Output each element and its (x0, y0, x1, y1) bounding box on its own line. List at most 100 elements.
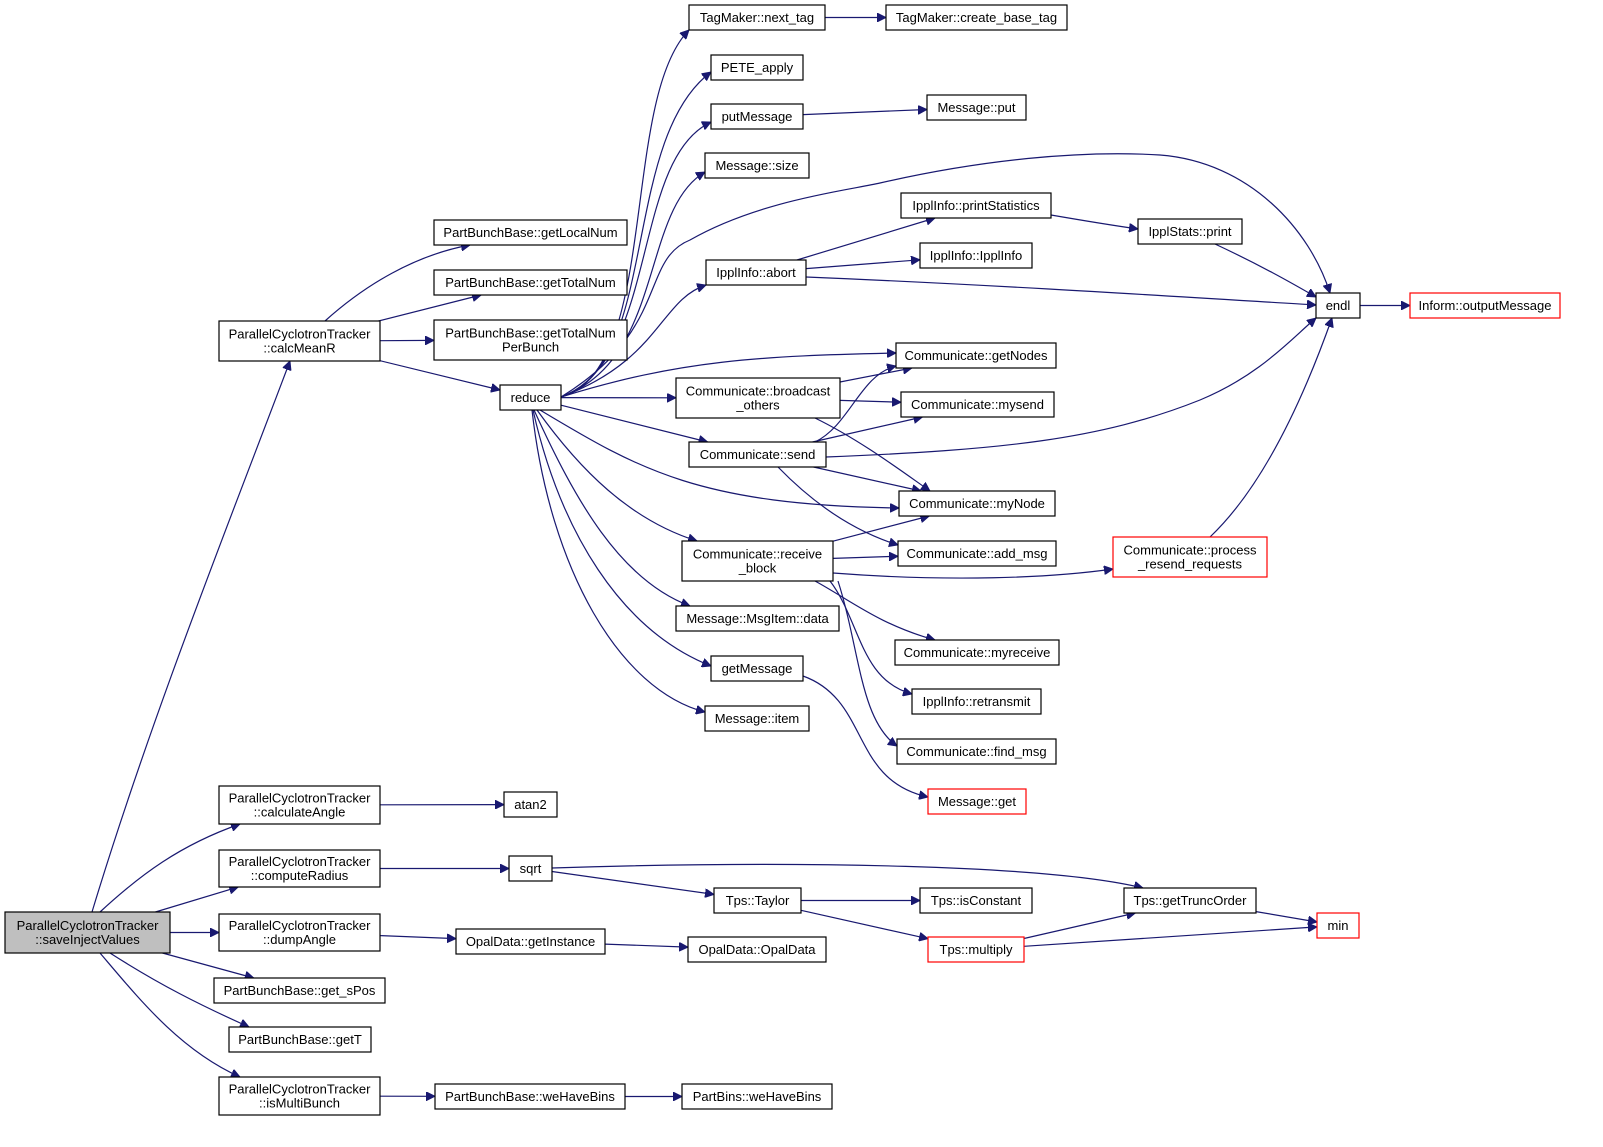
node-next_tag[interactable]: TagMaker::next_tag (688, 4, 826, 31)
node-printStatistics[interactable]: IpplInfo::printStatistics (900, 192, 1052, 219)
node-tpsTaylor[interactable]: Tps::Taylor (713, 887, 802, 914)
node-PETE_apply[interactable]: PETE_apply (710, 54, 804, 81)
node-broadcastOthers[interactable]: Communicate::broadcast_others (675, 377, 841, 419)
node-label: Communicate::myreceive (904, 645, 1051, 660)
node-retransmit[interactable]: IpplInfo::retransmit (911, 688, 1042, 715)
node-receiveBlock[interactable]: Communicate::receive_block (681, 540, 834, 582)
node-box (688, 4, 826, 31)
node-mysend[interactable]: Communicate::mysend (900, 391, 1055, 418)
node-isConstant[interactable]: Tps::isConstant (919, 887, 1033, 914)
node-send[interactable]: Communicate::send (688, 441, 827, 468)
edge-reduce-to-endl (560, 153, 1330, 398)
edge-reduce-to-receiveBlock (536, 409, 697, 541)
node-multiply[interactable]: Tps::multiply (927, 936, 1025, 963)
node-weHaveBinsPB[interactable]: PartBunchBase::weHaveBins (434, 1083, 626, 1110)
node-label: IpplInfo::retransmit (923, 694, 1031, 709)
node-reduce[interactable]: reduce (499, 384, 562, 411)
node-getT[interactable]: PartBunchBase::getT (228, 1026, 372, 1053)
node-label: Communicate::receive (693, 547, 822, 562)
node-box (1316, 912, 1360, 939)
node-opalDataCtor[interactable]: OpalData::OpalData (687, 936, 827, 963)
edge-reduce-to-msgItemData (533, 409, 690, 606)
node-ipplStatsPrint[interactable]: IpplStats::print (1137, 218, 1243, 245)
node-label: IpplInfo::IpplInfo (930, 248, 1023, 263)
node-label: IpplInfo::printStatistics (912, 198, 1040, 213)
edge-reduce-to-send (560, 404, 708, 442)
node-label: PartBunchBase::getLocalNum (443, 225, 617, 240)
node-saveInject[interactable]: ParallelCyclotronTracker::saveInjectValu… (4, 911, 171, 954)
node-msgGet[interactable]: Message::get (927, 788, 1027, 815)
node-label: ParallelCyclotronTracker (229, 1082, 372, 1097)
node-box (455, 928, 606, 955)
node-box (911, 688, 1042, 715)
nodes-layer: ParallelCyclotronTracker::saveInjectValu… (4, 4, 1561, 1116)
node-myreceive[interactable]: Communicate::myreceive (894, 639, 1060, 666)
node-box (1409, 292, 1561, 319)
edge-broadcastOthers-to-getNodes (839, 368, 912, 383)
node-isMultiBunch[interactable]: ParallelCyclotronTracker::isMultiBunch (218, 1076, 381, 1116)
node-addMsg[interactable]: Communicate::add_msg (897, 540, 1057, 567)
node-label: Communicate::getNodes (904, 348, 1048, 363)
edge-reduce-to-msgItem (531, 409, 705, 712)
edge-dumpAngle-to-getInstance (379, 936, 456, 939)
node-get_sPos[interactable]: PartBunchBase::get_sPos (213, 977, 386, 1004)
node-findMsg[interactable]: Communicate::find_msg (896, 738, 1057, 765)
node-weHaveBins[interactable]: PartBins::weHaveBins (681, 1083, 833, 1110)
node-endl[interactable]: endl (1315, 292, 1361, 319)
node-msgItem[interactable]: Message::item (704, 705, 810, 732)
edges-layer (91, 18, 1410, 1097)
edge-abort-to-printStatistics (796, 218, 935, 261)
node-myNode[interactable]: Communicate::myNode (898, 490, 1056, 517)
node-abort[interactable]: IpplInfo::abort (705, 259, 807, 286)
node-getInstance[interactable]: OpalData::getInstance (455, 928, 606, 955)
node-box (218, 1076, 381, 1116)
edge-processResend-to-endl (1209, 318, 1332, 538)
node-label: putMessage (722, 109, 793, 124)
node-box (897, 540, 1057, 567)
node-label: Message::item (715, 711, 800, 726)
edge-saveInject-to-getT (109, 952, 249, 1027)
node-getLocalNum[interactable]: PartBunchBase::getLocalNum (433, 219, 628, 246)
node-box (508, 855, 553, 882)
node-msgPut[interactable]: Message::put (926, 94, 1027, 121)
node-calcMeanR[interactable]: ParallelCyclotronTracker::calcMeanR (218, 320, 381, 362)
node-box (675, 377, 841, 419)
node-label: TagMaker::next_tag (700, 10, 814, 25)
node-label: sqrt (520, 861, 542, 876)
node-label: ::computeRadius (251, 868, 349, 883)
node-box (926, 94, 1027, 121)
node-getTruncOrder[interactable]: Tps::getTruncOrder (1123, 887, 1257, 914)
node-label: Message::size (715, 158, 798, 173)
edge-reduce-to-msgSize (560, 171, 705, 398)
node-box (4, 911, 171, 954)
edge-abort-to-endl (805, 276, 1316, 305)
edge-receiveBlock-to-retransmit (829, 580, 912, 694)
node-dumpAngle[interactable]: ParallelCyclotronTracker::dumpAngle (218, 913, 381, 952)
node-box (919, 242, 1033, 269)
node-getMessage[interactable]: getMessage (710, 655, 804, 682)
node-msgSize[interactable]: Message::size (704, 152, 810, 179)
node-min[interactable]: min (1316, 912, 1360, 939)
node-label: Tps::isConstant (931, 893, 1022, 908)
node-outputMessage[interactable]: Inform::outputMessage (1409, 292, 1561, 319)
node-processResend[interactable]: Communicate::process_resend_requests (1112, 536, 1268, 578)
node-calculateAngle[interactable]: ParallelCyclotronTracker::calculateAngle (218, 785, 381, 825)
node-label: ::saveInjectValues (35, 932, 140, 947)
edge-receiveBlock-to-myreceive (814, 580, 935, 640)
node-ipplInfoCtor[interactable]: IpplInfo::IpplInfo (919, 242, 1033, 269)
node-sqrt[interactable]: sqrt (508, 855, 553, 882)
node-create_base_tag[interactable]: TagMaker::create_base_tag (885, 4, 1068, 31)
node-label: TagMaker::create_base_tag (896, 10, 1057, 25)
node-getNodes[interactable]: Communicate::getNodes (895, 342, 1057, 369)
edge-printStatistics-to-ipplStatsPrint (1050, 214, 1138, 229)
node-msgItemData[interactable]: Message::MsgItem::data (675, 605, 840, 632)
node-label: ::calculateAngle (254, 805, 346, 820)
node-label: OpalData::getInstance (466, 934, 595, 949)
node-putMessage[interactable]: putMessage (710, 103, 804, 130)
edge-getTruncOrder-to-min (1255, 911, 1317, 922)
node-computeRadius[interactable]: ParallelCyclotronTracker::computeRadius (218, 849, 381, 888)
edge-calcMeanR-to-reduce (379, 360, 500, 390)
node-getTotalNum[interactable]: PartBunchBase::getTotalNum (433, 269, 628, 296)
node-atan2[interactable]: atan2 (503, 791, 558, 818)
